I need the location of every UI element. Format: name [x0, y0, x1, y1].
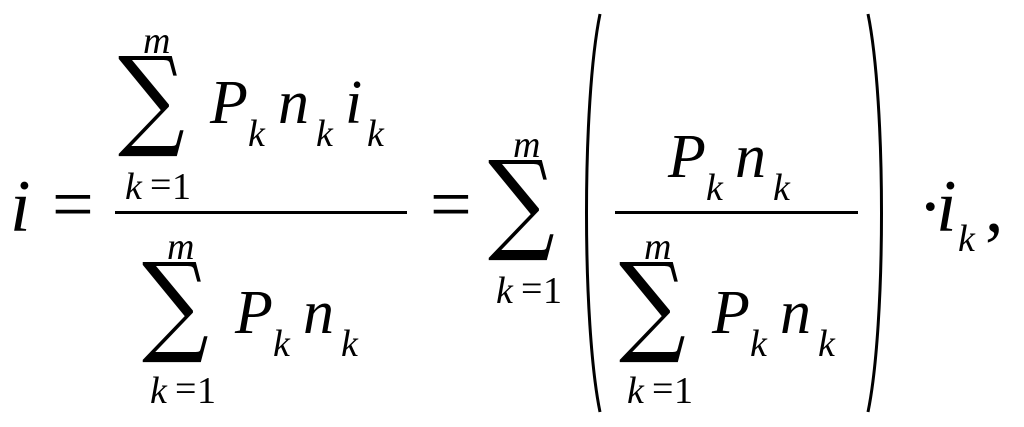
equals-sign-1: =: [52, 164, 94, 246]
fraction1-denominator-n-subscript: k: [341, 323, 358, 365]
fraction2-denominator-sum-upper-limit: m: [644, 226, 672, 268]
fraction2-denominator-n: n: [780, 279, 811, 347]
fraction2-denominator-P-subscript: k: [750, 323, 767, 365]
equals-sign-2: =: [430, 164, 472, 246]
fraction1-numerator-sum-lower-val: 1: [172, 166, 191, 208]
fraction1-denominator-sum-upper-limit: m: [167, 226, 195, 268]
fraction1-bar: [115, 211, 407, 214]
fraction1-numerator-i-subscript: k: [367, 113, 384, 155]
lhs-variable-i: i: [10, 166, 31, 248]
middle-sum-upper-limit: m: [513, 124, 541, 166]
fraction1-numerator-P-subscript: k: [248, 113, 265, 155]
fraction2-denominator-n-subscript: k: [818, 323, 835, 365]
left-parenthesis-icon: [585, 13, 602, 413]
fraction1-denominator-P-subscript: k: [273, 323, 290, 365]
middle-sum-lower-eq: =: [521, 268, 543, 310]
fraction1-denominator-P: P: [235, 279, 273, 347]
fraction2-denominator-sum-lower-eq: =: [652, 368, 674, 410]
fraction2-numerator-n: n: [735, 123, 766, 191]
fraction2-denominator-sum-icon: ∑: [619, 239, 686, 367]
fraction1-numerator-i: i: [345, 69, 363, 137]
middle-sum-icon: ∑: [488, 137, 555, 265]
fraction1-numerator-sum-lower-var: k: [125, 166, 142, 208]
tail-i-subscript: k: [958, 218, 975, 260]
fraction1-numerator-P: P: [210, 69, 248, 137]
fraction1-numerator-sum-icon: ∑: [118, 33, 185, 161]
fraction2-denominator-sum-lower-val: 1: [674, 370, 693, 412]
fraction1-denominator-sum-lower-val: 1: [197, 370, 216, 412]
right-parenthesis-icon: [866, 13, 883, 413]
fraction1-denominator-sum-icon: ∑: [142, 239, 209, 367]
fraction1-numerator-sum-lower-eq: =: [150, 164, 172, 206]
fraction2-denominator-P: P: [712, 279, 750, 347]
fraction2-numerator-P: P: [668, 123, 706, 191]
fraction2-numerator-n-subscript: k: [773, 167, 790, 209]
fraction1-denominator-n: n: [303, 279, 334, 347]
tail-variable-i: i: [936, 166, 957, 248]
fraction1-numerator-n: n: [278, 69, 309, 137]
fraction1-denominator-sum-lower-var: k: [150, 370, 167, 412]
middle-sum-lower-var: k: [496, 270, 513, 312]
multiplication-dot: ·: [918, 166, 943, 248]
fraction2-numerator-P-subscript: k: [706, 167, 723, 209]
fraction2-denominator-sum-lower-var: k: [627, 370, 644, 412]
trailing-comma: ,: [985, 166, 1004, 248]
fraction2-bar: [615, 211, 858, 214]
middle-sum-lower-val: 1: [543, 270, 562, 312]
fraction1-numerator-n-subscript: k: [316, 113, 333, 155]
fraction1-denominator-sum-lower-eq: =: [175, 368, 197, 410]
fraction1-numerator-sum-upper-limit: m: [143, 20, 171, 62]
